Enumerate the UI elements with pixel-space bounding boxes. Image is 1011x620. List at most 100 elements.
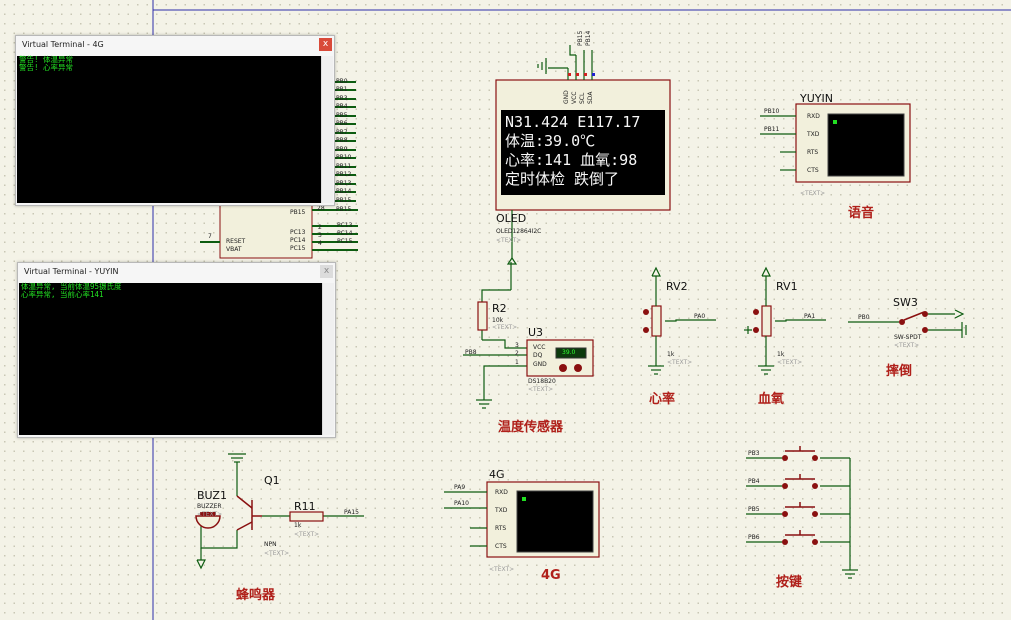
mcu-reset-label: RESET xyxy=(226,238,246,245)
u3-ref: U3 xyxy=(528,326,544,339)
mcu-pin-label: PB3 xyxy=(336,95,348,102)
rv2-text: <TEXT> xyxy=(667,359,693,366)
mcu-pin-label: PB8 xyxy=(336,137,348,144)
rv2-caption: 心率 xyxy=(649,392,676,407)
rv1-caption: 血氧 xyxy=(758,392,785,407)
ds18b20-text: <TEXT> xyxy=(528,386,554,393)
yuyin-module[interactable] xyxy=(795,103,911,183)
oled-line: 体温:39.0℃ xyxy=(505,132,596,150)
module-4g-wires xyxy=(444,491,487,547)
mcu-pin-number: 7 xyxy=(208,233,212,240)
mcu-pin-number: 4 xyxy=(318,240,322,247)
module-4g-text: <TEXT> xyxy=(489,566,515,573)
button-pb6[interactable] xyxy=(782,530,818,545)
r11-resistor[interactable] xyxy=(289,511,324,522)
ds18b20-pin: DQ xyxy=(533,352,543,359)
mcu-net-label: PC15 xyxy=(337,238,353,245)
r2-value: 10k xyxy=(492,317,504,324)
r2-resistor[interactable] xyxy=(477,301,488,331)
ds18b20-pin-num: 3 xyxy=(515,342,519,349)
module-4g-pin: RTS xyxy=(495,525,507,532)
yuyin-pin-label: RTS xyxy=(807,149,819,156)
r11-value: 1k xyxy=(294,522,302,529)
button-net: PB3 xyxy=(748,450,760,457)
r11-text: <TEXT> xyxy=(294,531,320,538)
mcu-vbat-label: VBAT xyxy=(226,246,242,253)
buttons-caption: 按键 xyxy=(776,575,803,590)
oled-pin-label: VCC xyxy=(571,91,578,104)
ds18b20-sensor[interactable] xyxy=(526,339,594,377)
mcu-pin-label: PB6 xyxy=(336,120,348,127)
module-4g-caption: 4G xyxy=(541,568,561,583)
oled-module[interactable] xyxy=(495,79,671,211)
terminal-4g-screen[interactable]: 警告! 体温异常 警告! 心率异常 xyxy=(17,56,321,203)
sw3-net: PB0 xyxy=(858,314,870,321)
mcu-pin-label: PB1 xyxy=(336,86,348,93)
button-pb3[interactable] xyxy=(782,446,818,461)
q1-ref: Q1 xyxy=(264,474,280,487)
rv2-potentiometer[interactable] xyxy=(643,305,662,337)
close-icon[interactable]: x xyxy=(319,38,332,51)
rv2-wires xyxy=(648,266,716,375)
module-4g-pin: TXD xyxy=(495,507,508,514)
rv1-potentiometer[interactable] xyxy=(753,305,772,337)
buz1-text: <TEXT> xyxy=(197,511,223,518)
rv1-value: 1k xyxy=(777,351,785,358)
module-4g[interactable] xyxy=(486,481,600,558)
oled-line: N31.424 E117.17 xyxy=(505,113,641,131)
buzzer-body[interactable] xyxy=(195,512,221,529)
terminal-4g-title: Virtual Terminal - 4G xyxy=(22,40,104,49)
module-4g-pin: RXD xyxy=(495,489,508,496)
close-icon[interactable]: x xyxy=(320,265,333,278)
oled-ref: OLED xyxy=(496,212,527,225)
mcu-net-label: PB15 xyxy=(336,206,352,213)
oled-net-label: PB14 xyxy=(585,30,592,46)
ds18b20-pin-num: 1 xyxy=(515,359,519,366)
q1-text: <TEXT> xyxy=(264,550,290,557)
r2-text: <TEXT> xyxy=(492,324,518,331)
rv2-net: PA0 xyxy=(694,313,706,320)
q1-part: NPN xyxy=(264,541,277,548)
buz1-ref: BUZ1 xyxy=(197,489,227,502)
ds18b20-caption: 温度传感器 xyxy=(498,420,564,435)
mcu-net-label: PC13 xyxy=(337,222,353,229)
sw3-wires xyxy=(848,309,967,338)
mcu-pin-label: PB12 xyxy=(336,171,352,178)
terminal-yuyin-scrollbar[interactable] xyxy=(322,283,334,435)
terminal-yuyin-window[interactable]: Virtual Terminal - YUYIN x 体温异常, 当前体温95摄… xyxy=(17,262,336,438)
mcu-pin-label: PB15 xyxy=(336,197,352,204)
yuyin-pin-label: TXD xyxy=(807,131,820,138)
terminal-4g-scrollbar[interactable] xyxy=(321,56,333,203)
button-pb4[interactable] xyxy=(782,474,818,489)
mcu-pin-label: PB0 xyxy=(336,78,348,85)
mcu-pin-label: PB14 xyxy=(336,188,352,195)
buz1-part: BUZZER xyxy=(197,503,222,510)
button-pb5[interactable] xyxy=(782,502,818,517)
sw3-switch[interactable] xyxy=(899,311,928,333)
q1-transistor[interactable] xyxy=(236,495,262,531)
mcu-pin-number: 2 xyxy=(318,224,322,231)
mcu-pin-label: PB7 xyxy=(336,129,348,136)
ds18b20-pin: GND xyxy=(533,361,547,368)
button-net: PB5 xyxy=(748,506,760,513)
rv1-ref: RV1 xyxy=(776,280,798,293)
terminal-4g-window[interactable]: Virtual Terminal - 4G x 警告! 体温异常 警告! 心率异… xyxy=(15,35,335,206)
ds18b20-pin: VCC xyxy=(533,344,546,351)
oled-pin-markers xyxy=(568,73,595,76)
module-4g-net-txd: PA10 xyxy=(454,500,469,507)
sw3-ref: SW3 xyxy=(893,296,918,309)
terminal-yuyin-screen[interactable]: 体温异常, 当前体温95摄氏度 心率异常, 当前心率141 xyxy=(19,283,322,435)
yuyin-pin-label: CTS xyxy=(807,167,819,174)
oled-pin-label: SCL xyxy=(579,92,586,104)
mcu-pin-label: PB10 xyxy=(336,154,352,161)
yuyin-caption: 语音 xyxy=(848,206,875,221)
mcu-inner-label: PC13 xyxy=(290,229,306,236)
mcu-pin-label: PB4 xyxy=(336,103,348,110)
rv1-net: PA1 xyxy=(804,313,816,320)
buzzer-caption: 蜂鸣器 xyxy=(236,588,276,603)
buttons-wires xyxy=(746,457,858,579)
yuyin-ref: YUYIN xyxy=(800,92,833,105)
mcu-chip[interactable] xyxy=(219,195,313,259)
terminal-line: 体温异常, 当前体温95摄氏度 xyxy=(21,282,122,291)
